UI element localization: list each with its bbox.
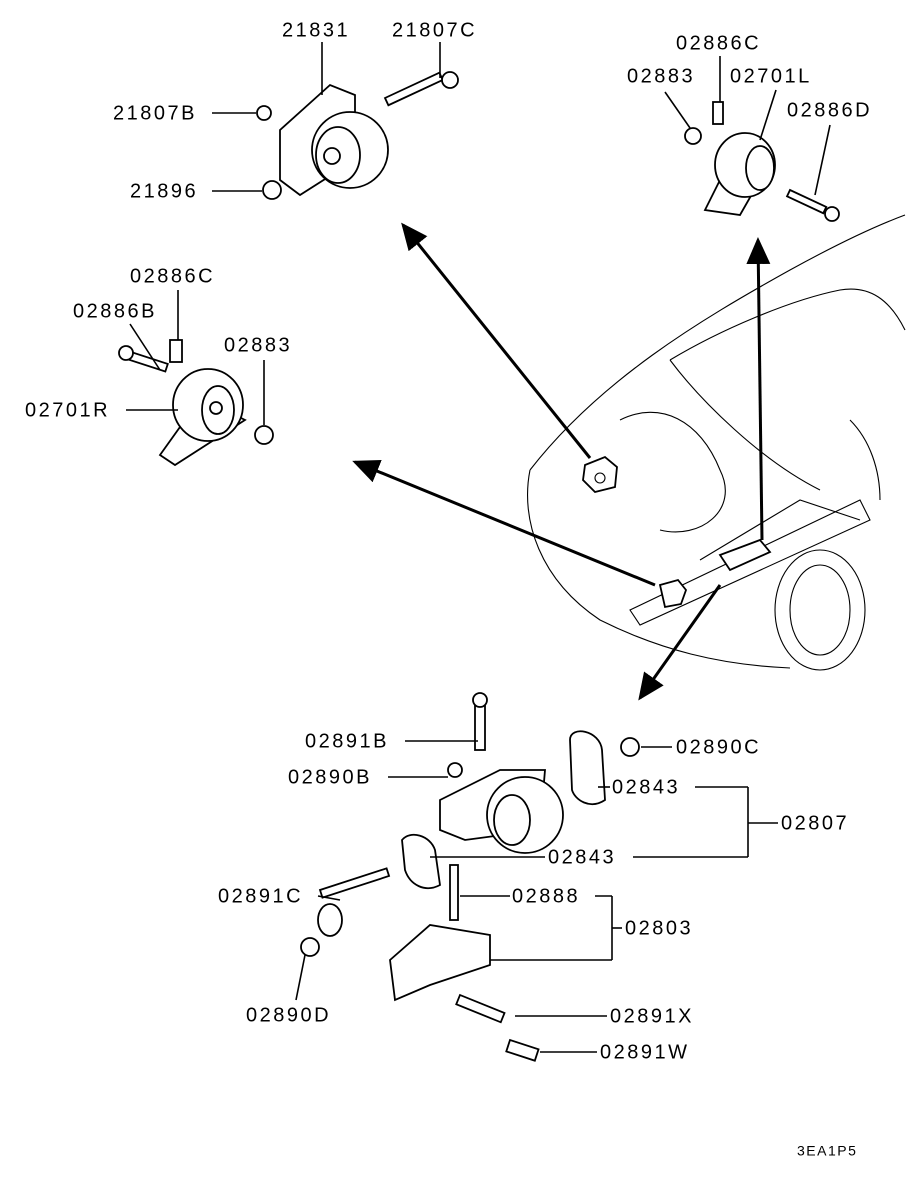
label-02891C: 02891C (218, 885, 303, 907)
mount-21831-assembly (212, 42, 459, 200)
label-02886C-right: 02886C (676, 32, 761, 54)
label-02886D: 02886D (787, 99, 872, 121)
mount-02701L-assembly (664, 56, 840, 222)
label-02883-left: 02883 (224, 334, 292, 356)
label-21807B: 21807B (113, 102, 197, 124)
label-02890D: 02890D (246, 1004, 331, 1026)
label-02701L: 02701L (730, 65, 812, 87)
label-02891B: 02891B (305, 730, 389, 752)
label-02843-upper: 02843 (612, 776, 680, 798)
label-02886B: 02886B (73, 300, 157, 322)
label-21896: 21896 (130, 180, 198, 202)
diagram-code: 3EA1P5 (797, 1143, 857, 1159)
label-21807C: 21807C (392, 19, 477, 41)
label-02807: 02807 (781, 812, 849, 834)
label-02891X: 02891X (610, 1005, 694, 1027)
label-02803: 02803 (625, 917, 693, 939)
mount-02807-assembly (295, 692, 778, 1062)
label-02701R: 02701R (25, 399, 110, 421)
label-02883-right: 02883 (627, 65, 695, 87)
label-02843-lower: 02843 (548, 846, 616, 868)
label-02891W: 02891W (600, 1041, 690, 1063)
mount-02701R-assembly (118, 290, 274, 467)
location-arrows (352, 222, 771, 701)
label-02888: 02888 (512, 885, 580, 907)
label-02890C: 02890C (676, 736, 761, 758)
label-21831: 21831 (282, 19, 350, 41)
part-labels: 21831 21807C 21807B 21896 02886C 02883 0… (25, 19, 872, 1159)
label-02886C-left: 02886C (130, 265, 215, 287)
label-02890B: 02890B (288, 766, 372, 788)
vehicle-body-outline (527, 214, 906, 671)
